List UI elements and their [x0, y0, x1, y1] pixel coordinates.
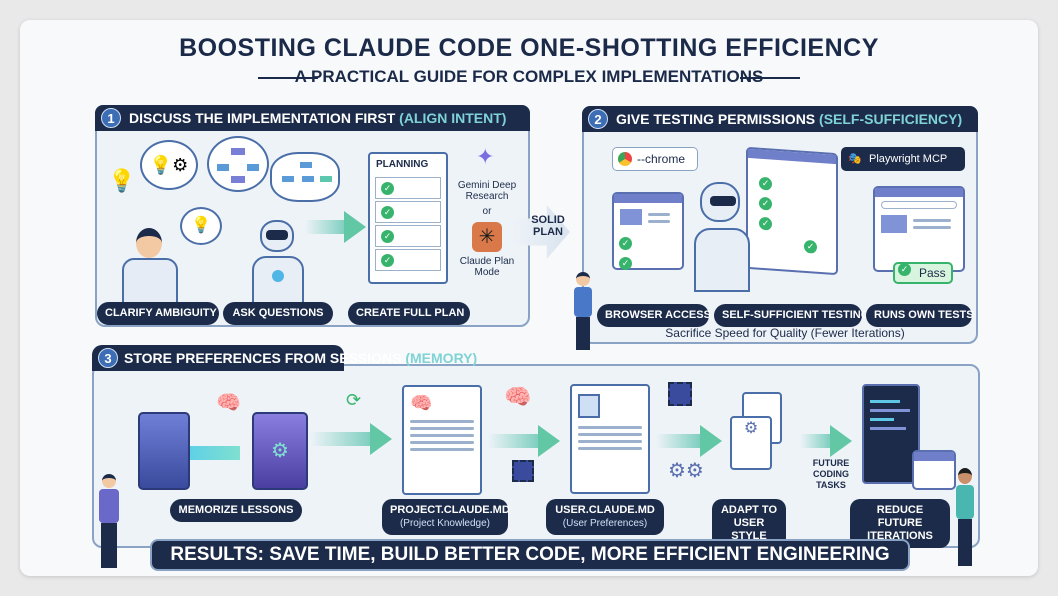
or-label: or [482, 206, 492, 217]
ask-questions-pill: ASK QUESTIONS [223, 302, 333, 325]
section-accent: (SELF-SUFFICIENCY) [819, 111, 963, 127]
planning-doc-title: PLANNING [376, 159, 429, 170]
flow-arrow [656, 434, 700, 448]
check-icon: ✓ [759, 196, 772, 211]
page-title: BOOSTING CLAUDE CODE ONE-SHOTTING EFFICI… [179, 34, 879, 62]
claude-plan-mode-label: Claude Plan Mode [459, 256, 515, 278]
section-2-header: 2 GIVE TESTING PERMISSIONS (SELF-SUFFICI… [582, 106, 978, 132]
brain-icon: 🧠 [504, 384, 532, 409]
arrow-icon [538, 425, 560, 457]
browser-access-pill: BROWSER ACCESS [597, 304, 711, 327]
arrow-icon [370, 423, 392, 455]
step-sublabel: (User Preferences) [562, 518, 648, 529]
check-icon: ✓ [759, 176, 772, 191]
flowchart-bubble-icon [207, 136, 269, 192]
browser-window-right [873, 186, 965, 272]
playwright-masks-icon: 🎭 [848, 153, 862, 165]
flow-arrow [305, 220, 345, 234]
small-browser-window [912, 450, 956, 490]
step-number: 1 [101, 108, 121, 128]
flow-arrow [800, 434, 830, 448]
server-icon [138, 412, 190, 490]
chrome-flag-text: --chrome [637, 152, 686, 166]
style-gear-document: ⚙ [730, 416, 772, 470]
gemini-sparkle-icon: ✦ [476, 144, 495, 169]
code-editor-window [862, 384, 920, 484]
woman-pointing-illustration [952, 468, 978, 568]
solid-plan-label: SOLID PLAN [531, 214, 565, 238]
flow-arrow [488, 434, 538, 448]
check-icon: ✓ [381, 182, 394, 195]
section-accent: (MEMORY) [405, 350, 478, 366]
arrow-icon [700, 425, 722, 457]
reduce-future-iterations-pill: REDUCE FUTURE ITERATIONS [850, 499, 950, 548]
clarify-ambiguity-pill: CLARIFY AMBIGUITY [97, 302, 219, 325]
flow-arrow [190, 446, 240, 460]
memorize-lessons-pill: MEMORIZE LESSONS [170, 499, 302, 522]
check-icon: ✓ [619, 237, 632, 250]
chrome-flag-badge: --chrome [612, 147, 698, 171]
user-profile-icon [578, 394, 600, 418]
page-subtitle: A PRACTICAL GUIDE FOR COMPLEX IMPLEMENTA… [294, 67, 764, 86]
divider [740, 77, 800, 79]
project-claude-md-document: 🧠 [402, 385, 482, 495]
arrow-icon [344, 211, 366, 243]
section-heading: GIVE TESTING PERMISSIONS [616, 111, 816, 127]
check-icon: ✓ [381, 230, 394, 243]
section-1-header: 1 DISCUSS THE IMPLEMENTATION FIRST (ALIG… [95, 105, 530, 131]
section-heading: DISCUSS THE IMPLEMENTATION FIRST [129, 110, 396, 126]
speed-quality-note: Sacrifice Speed for Quality (Fewer Itera… [665, 326, 905, 340]
step-label: USER.CLAUDE.MD [555, 504, 655, 516]
chip-icon [668, 382, 692, 406]
idea-bubble-icon: 💡⚙ [140, 140, 198, 190]
gemini-deep-research-label: Gemini Deep Research [457, 180, 517, 202]
chrome-icon [618, 152, 632, 166]
lightbulb-bubble-icon: 💡 [180, 207, 222, 245]
step-sublabel: (Project Knowledge) [399, 518, 491, 529]
flow-arrow [310, 432, 370, 446]
person-pointing-illustration [572, 272, 594, 352]
pass-badge: ✓ Pass [893, 262, 953, 284]
human-developer-illustration [120, 228, 180, 306]
thought-cloud-icon [270, 152, 340, 202]
self-sufficient-testing-pill: SELF-SUFFICIENT TESTING [714, 304, 869, 327]
pass-label: Pass [919, 266, 946, 280]
section-3-header: 3 STORE PREFERENCES FROM SESSIONS (MEMOR… [92, 345, 477, 371]
planning-document: PLANNING ✓ ✓ ✓ ✓ [368, 152, 448, 284]
project-claude-md-pill: PROJECT.CLAUDE.MD (Project Knowledge) [382, 499, 510, 535]
claude-logo-icon: ✳ [472, 222, 502, 252]
check-icon: ✓ [381, 254, 394, 267]
check-icon: ✓ [759, 216, 772, 231]
gears-icon: ⚙⚙ [668, 460, 704, 482]
person-with-laptop-illustration [96, 474, 122, 570]
divider [258, 77, 318, 79]
browser-window-left: ✓✓ [612, 192, 684, 270]
future-coding-tasks-label: FUTURE CODING TASKS [812, 458, 850, 490]
playwright-label: Playwright MCP [869, 153, 948, 165]
robot-tester-illustration [690, 182, 754, 292]
arrow-icon [830, 425, 852, 457]
step-number: 2 [588, 109, 608, 129]
section-accent: (ALIGN INTENT) [399, 110, 507, 126]
results-banner: RESULTS: SAVE TIME, BUILD BETTER CODE, M… [150, 539, 910, 571]
runs-own-tests-pill: RUNS OWN TESTS [866, 304, 974, 327]
robot-illustration [248, 220, 308, 306]
create-full-plan-pill: CREATE FULL PLAN [348, 302, 470, 325]
lightbulb-icon: 💡 [108, 168, 136, 193]
browser-window-main: ✓ ✓ ✓ ✓ [746, 146, 838, 276]
check-icon: ✓ [804, 239, 817, 254]
processor-server-icon: ⚙ [252, 412, 308, 490]
step-number: 3 [98, 348, 118, 368]
chip-icon [512, 460, 534, 482]
step-label: PROJECT.CLAUDE.MD [390, 504, 510, 516]
brain-icon: 🧠 [216, 392, 241, 414]
sync-icon: ⟳ [346, 390, 362, 410]
section-heading: STORE PREFERENCES FROM SESSIONS [124, 350, 402, 366]
check-icon: ✓ [619, 257, 632, 270]
check-icon: ✓ [381, 206, 394, 219]
user-claude-md-document [570, 384, 650, 494]
playwright-mcp-badge: 🎭 Playwright MCP [841, 147, 965, 171]
user-claude-md-pill: USER.CLAUDE.MD (User Preferences) [546, 499, 664, 535]
check-icon: ✓ [898, 263, 911, 276]
